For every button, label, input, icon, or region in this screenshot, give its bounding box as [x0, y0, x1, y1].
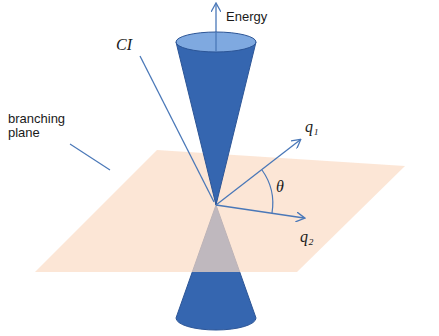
- point-label: CI: [116, 36, 132, 54]
- coordinate-label: q₂: [300, 228, 314, 246]
- plane-label: branching plane: [8, 112, 78, 141]
- theta-arc: [262, 170, 273, 213]
- plane-leader: [70, 144, 110, 170]
- q1-arrow: [216, 140, 300, 205]
- angle-label: θ: [276, 178, 284, 196]
- axis-label: Energy: [226, 10, 267, 24]
- coordinate-label: q₁: [305, 118, 319, 136]
- q2-arrow: [216, 205, 304, 218]
- upper-cone-rim: [176, 32, 256, 52]
- upper-cone: [176, 42, 256, 205]
- ci-leader: [140, 56, 214, 202]
- energy-axis-inner: [215, 32, 216, 52]
